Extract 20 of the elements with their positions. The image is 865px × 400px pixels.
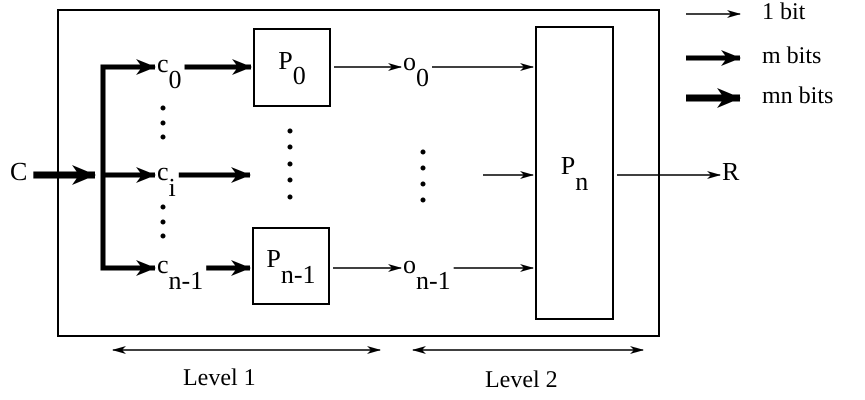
arrow — [432, 63, 534, 71]
arrow — [333, 264, 402, 272]
arrow — [617, 171, 721, 179]
arrow — [33, 165, 96, 185]
arrow — [100, 59, 156, 175]
signal-label: R — [722, 159, 740, 203]
legend-label: 1 bit — [762, 0, 806, 24]
arrow — [334, 63, 402, 71]
signal-label: C — [10, 159, 28, 203]
outer-frame — [57, 9, 660, 337]
arrow — [454, 264, 534, 272]
level-label: Level 2 — [485, 368, 558, 392]
arrow — [178, 167, 251, 183]
arrow — [184, 59, 252, 75]
arrow — [100, 175, 156, 276]
arrow — [206, 260, 251, 276]
arrow — [483, 171, 534, 179]
legend-label: mn bits — [762, 84, 834, 108]
legend-label: m bits — [762, 44, 822, 68]
level-label: Level 1 — [183, 366, 256, 390]
